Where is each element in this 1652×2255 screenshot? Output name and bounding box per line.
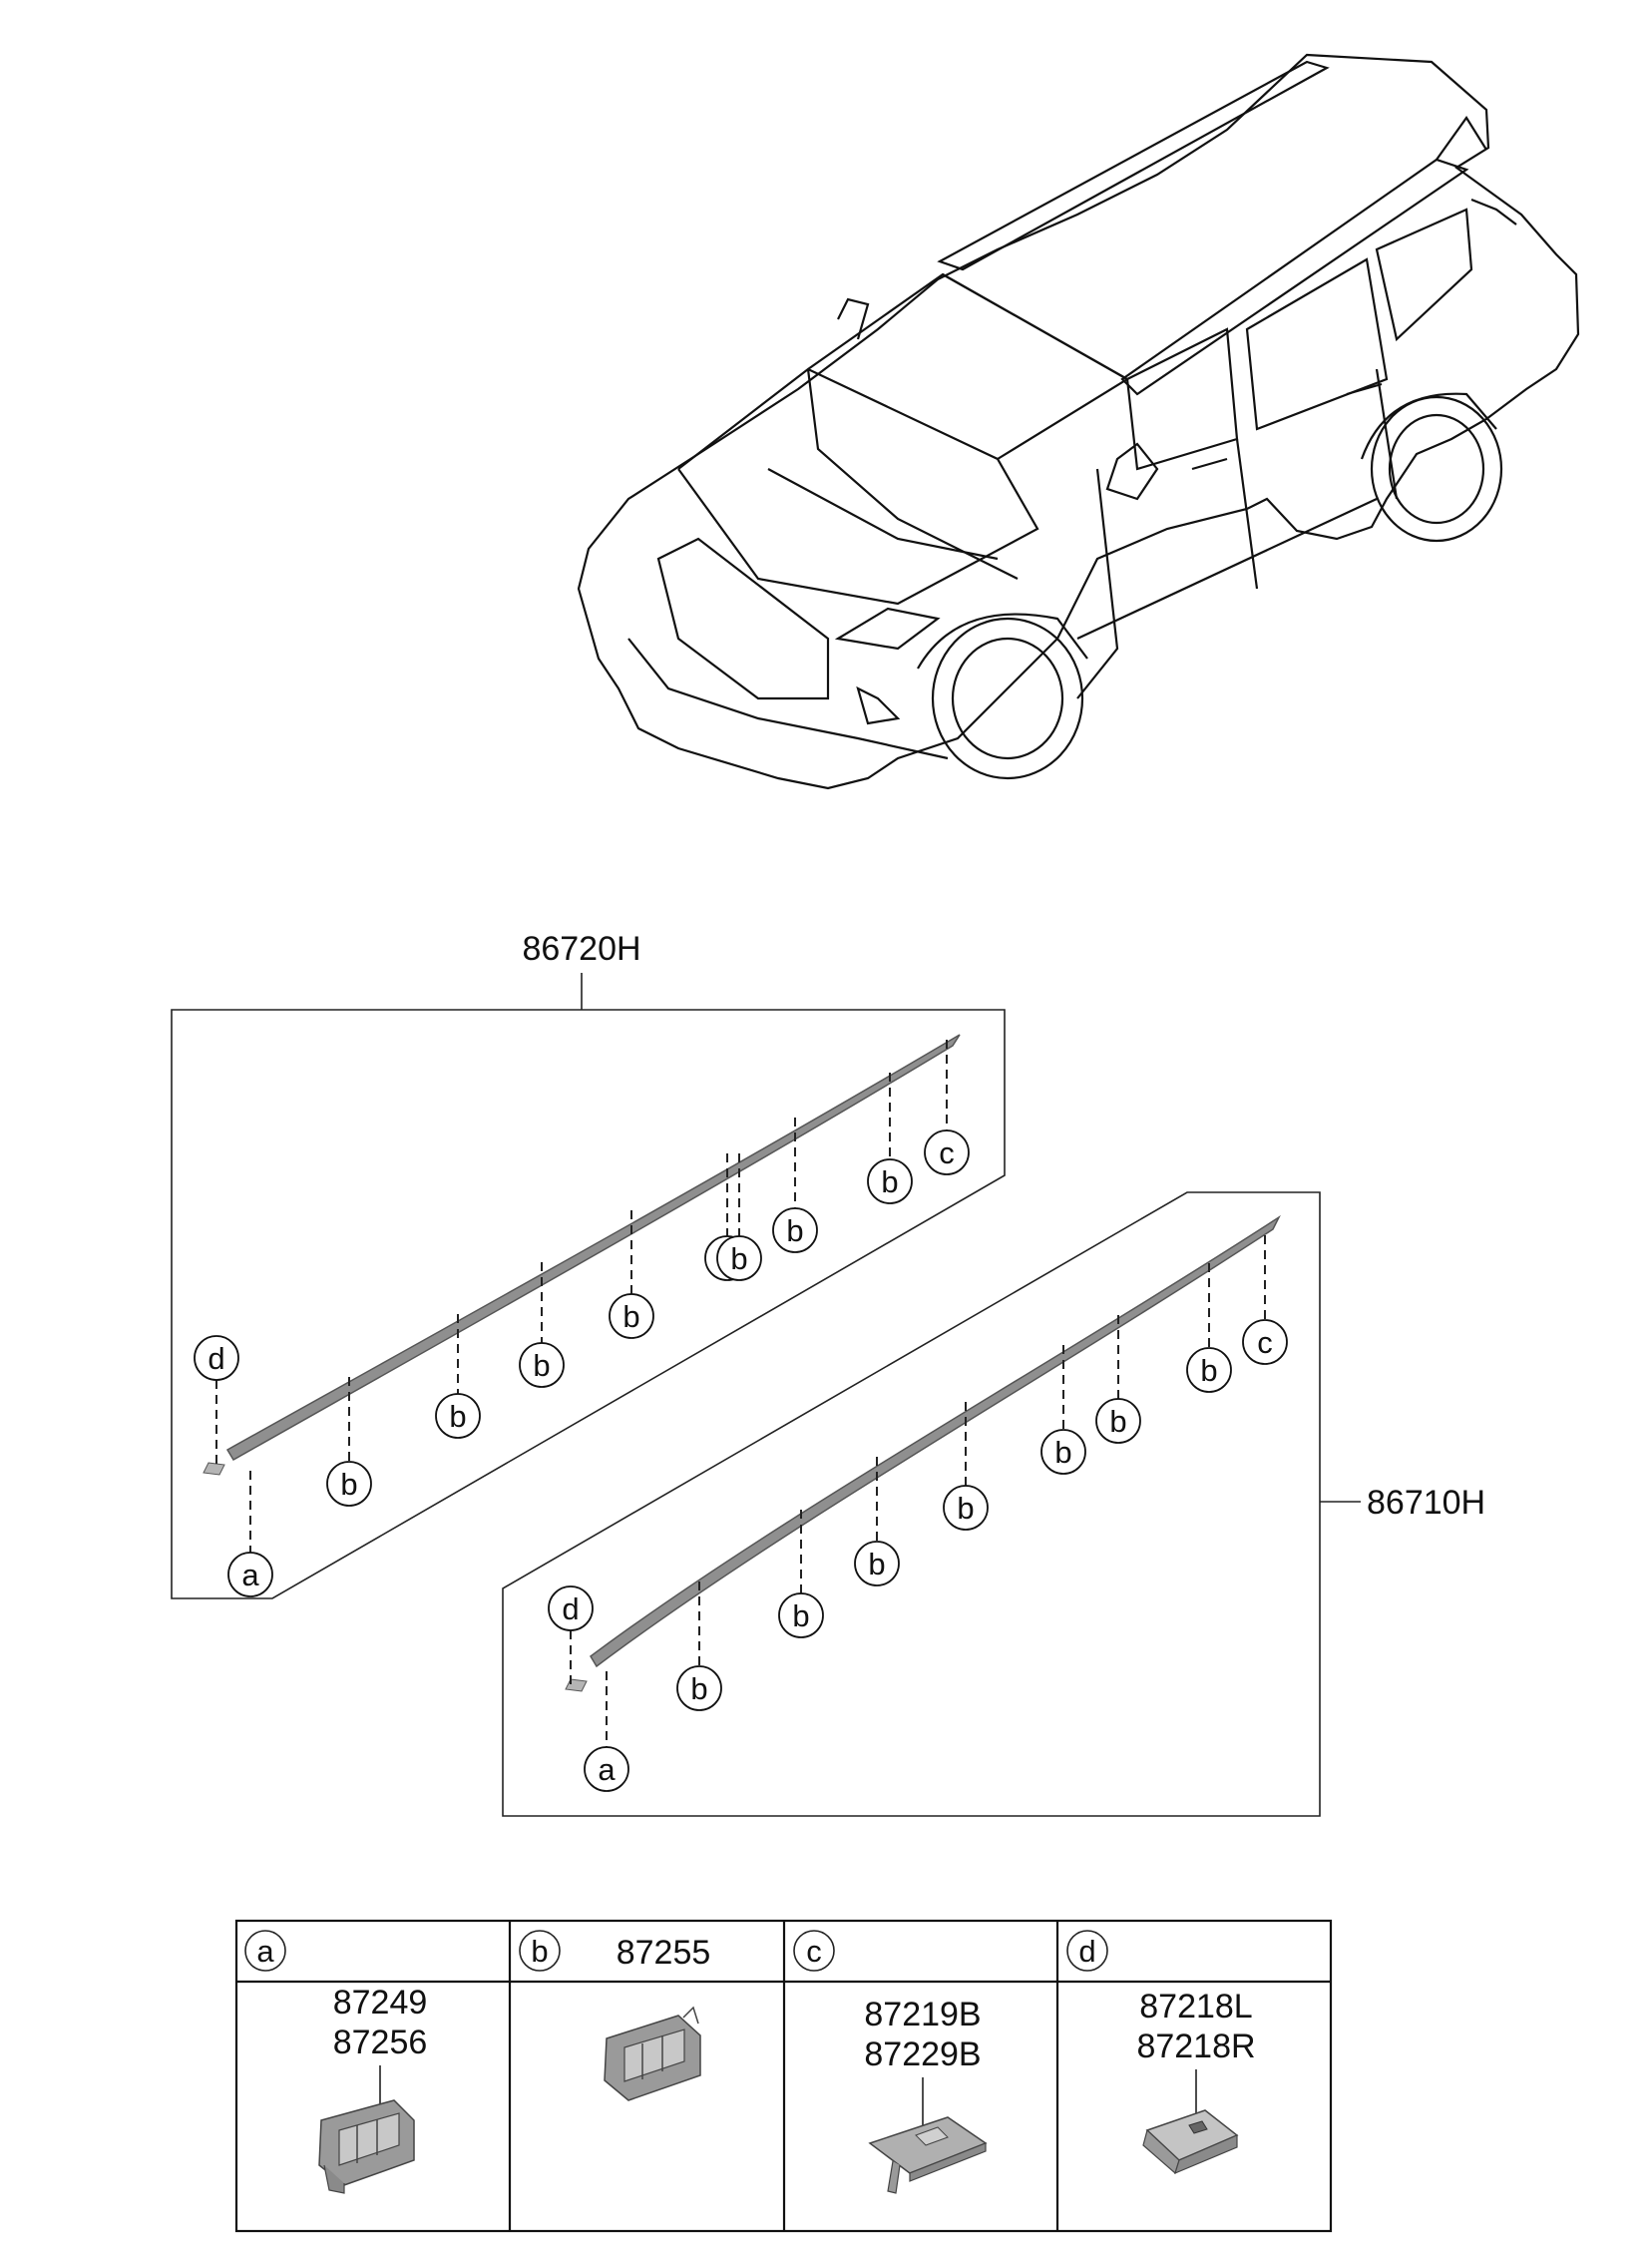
part-number-87249: 87249 (333, 1984, 428, 2022)
callout-circle-b (435, 1393, 481, 1439)
part-number-86710h: 86710H (1367, 1484, 1485, 1522)
part-number-87256: 87256 (333, 2024, 428, 2061)
callout-letter-d: d (562, 1591, 579, 1626)
legend-letter-a: a (256, 1934, 274, 1969)
callout-letter-b: b (533, 1348, 550, 1383)
legend-cell-c: c 87219B 87229B (793, 1930, 988, 2194)
callout-circle-b (519, 1342, 565, 1388)
callout-letter-d: d (207, 1341, 224, 1376)
callout-letter-b: b (622, 1299, 639, 1334)
clip-b-icon (604, 2006, 701, 2101)
clip-c-icon (868, 2116, 988, 2194)
vehicle-illustration (577, 53, 1580, 790)
callout-letter-b: b (1109, 1404, 1126, 1439)
callout-letter-b: b (957, 1491, 974, 1526)
callout-letter-b: b (1200, 1353, 1217, 1388)
callout-letter-b: b (690, 1671, 707, 1706)
clip-d-icon (1142, 2109, 1239, 2175)
callout-circle-a (584, 1746, 629, 1792)
callout-circle-b (609, 1293, 654, 1339)
roof-molding-86710h (590, 1214, 1281, 1668)
callout-circle-d (548, 1585, 594, 1631)
assembly-86710h: 86710H d a b b b b b b b c (502, 1191, 1485, 1817)
callout-letter-b: b (786, 1213, 803, 1248)
callout-circle-c (1242, 1319, 1288, 1365)
roof-molding-86720h (225, 1034, 961, 1462)
callout-circle-b (867, 1158, 913, 1204)
legend-letter-d: d (1078, 1934, 1095, 1969)
callout-letter-b: b (792, 1598, 809, 1633)
callout-circle-b (326, 1461, 372, 1507)
callout-circle-b (1040, 1429, 1086, 1475)
callout-letter-c: c (1257, 1325, 1273, 1360)
part-number-87255: 87255 (617, 1934, 711, 1972)
callout-circle-a (227, 1552, 273, 1597)
part-number-87218r: 87218R (1136, 2028, 1255, 2065)
callout-circle-b (778, 1592, 824, 1638)
callout-circle-c (924, 1129, 970, 1175)
callout-letter-b: b (730, 1241, 747, 1276)
callout-circle-b (716, 1235, 762, 1281)
part-number-87229b: 87229B (864, 2035, 981, 2073)
callout-letter-b: b (449, 1399, 466, 1434)
callout-circle-d (194, 1335, 239, 1381)
callout-letter-c: c (939, 1135, 955, 1170)
clip-legend-table: a 87249 87256 b 87255 (234, 1919, 1333, 2233)
callout-circle-b (772, 1207, 818, 1253)
part-number-86720h: 86720H (522, 930, 640, 968)
callout-circle-b (676, 1665, 722, 1711)
callout-letter-a: a (241, 1558, 259, 1592)
legend-cell-d: d 87218L 87218R (1066, 1930, 1256, 2175)
legend-letter-b: b (531, 1934, 548, 1969)
callout-circle-b (1095, 1398, 1141, 1444)
callout-circle-b (943, 1485, 989, 1531)
callout-letter-b: b (340, 1467, 357, 1502)
callout-circle-b (1186, 1347, 1232, 1393)
callout-letter-b: b (1054, 1435, 1071, 1470)
assembly-86720h: 86720H d a b b b b b b b b c (171, 930, 1006, 1599)
clip-a-icon (318, 2099, 415, 2194)
legend-letter-c: c (806, 1934, 822, 1969)
callout-letter-b: b (881, 1164, 898, 1199)
legend-cell-b: b 87255 (519, 1930, 711, 2101)
callout-circle-b (854, 1541, 900, 1586)
callout-letter-a: a (598, 1752, 616, 1787)
callout-letter-b: b (868, 1547, 885, 1581)
part-number-87219b: 87219B (864, 1996, 981, 2033)
legend-cell-a: a 87249 87256 (244, 1930, 428, 2194)
part-number-87218l: 87218L (1139, 1988, 1252, 2026)
